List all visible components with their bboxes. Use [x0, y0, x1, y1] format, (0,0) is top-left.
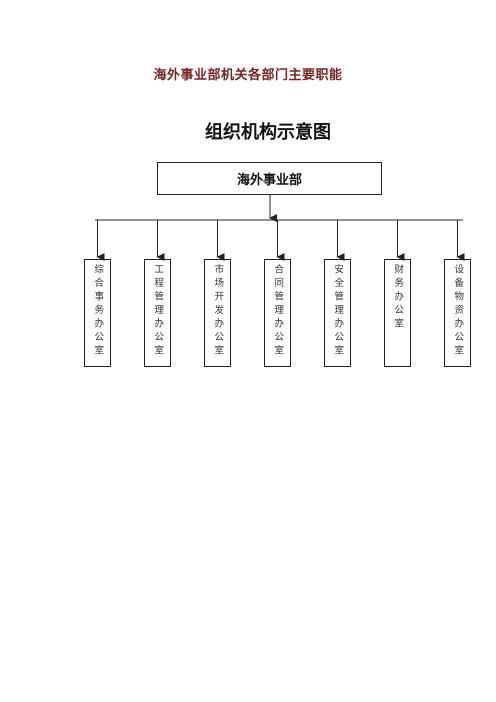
department-node: 综合事务办公室 [84, 259, 111, 367]
org-root-node: 海外事业部 [157, 162, 382, 195]
department-node: 安全管理办公室 [324, 259, 351, 367]
department-node: 市场开发办公室 [204, 259, 231, 367]
department-label: 安全管理办公室 [332, 264, 344, 359]
department-node: 合同管理办公室 [264, 259, 291, 367]
department-label: 合同管理办公室 [272, 264, 284, 359]
org-root-label: 海外事业部 [236, 173, 302, 188]
department-label: 综合事务办公室 [92, 264, 104, 359]
department-label: 工程管理办公室 [152, 264, 164, 359]
document-title: 海外事业部机关各部门主要职能 [153, 68, 343, 83]
department-node: 工程管理办公室 [144, 259, 171, 367]
department-node: 设备物资办公室 [444, 259, 471, 367]
diagram-title: 组织机构示意图 [205, 122, 331, 143]
department-node: 财务办公室 [384, 259, 411, 367]
department-label: 设备物资办公室 [452, 264, 464, 359]
department-label: 市场开发办公室 [212, 264, 224, 359]
department-label: 财务办公室 [392, 264, 404, 332]
